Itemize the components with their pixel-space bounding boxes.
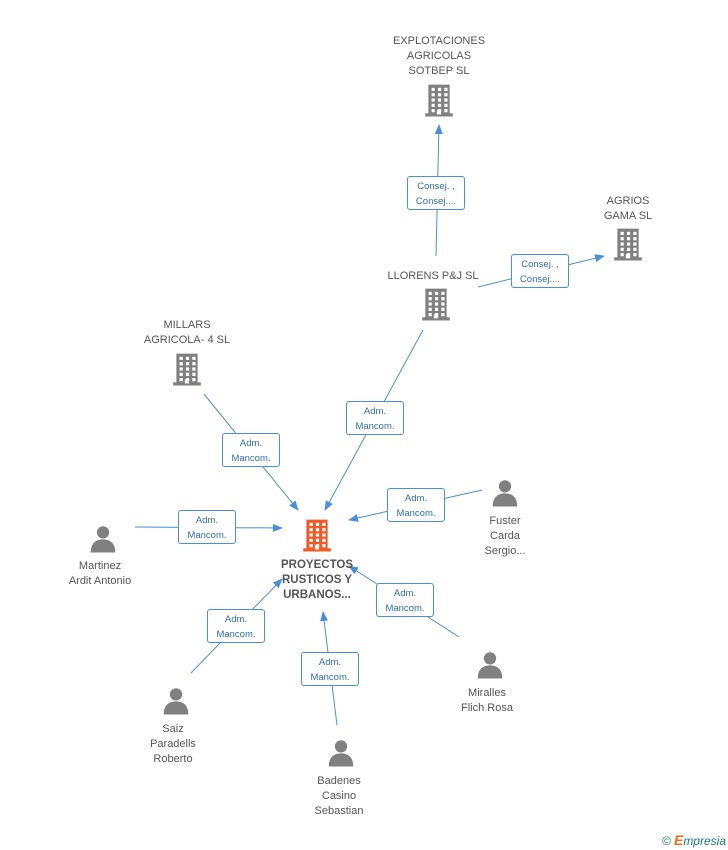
node-label-line: SOTBEP SL bbox=[408, 65, 470, 77]
company-building-icon-millars[interactable] bbox=[170, 352, 204, 391]
node-label-line: Saiz bbox=[162, 723, 184, 735]
node-label-line: URBANOS... bbox=[283, 589, 351, 601]
relation-text: Consej.... bbox=[519, 274, 561, 285]
person-icon-saiz[interactable] bbox=[162, 687, 190, 720]
relation-label-martinez[interactable]: Adm. Mancom. bbox=[178, 510, 236, 544]
relation-text: Consej. , bbox=[417, 181, 455, 192]
company-building-icon-agrios[interactable] bbox=[611, 227, 645, 266]
node-label-agrios[interactable]: AGRIOS GAMA SL bbox=[604, 194, 652, 224]
node-label-line: Sebastian bbox=[314, 805, 364, 817]
node-label-line: LLORENS P&J SL bbox=[387, 270, 479, 282]
relation-label-saiz[interactable]: Adm. Mancom. bbox=[207, 609, 265, 643]
relation-text: Mancom. bbox=[310, 672, 350, 683]
relation-text: Mancom. bbox=[187, 530, 227, 541]
node-label-line: Sergio... bbox=[484, 545, 526, 557]
node-label-line: AGRIOS bbox=[606, 195, 650, 207]
relation-label-badenes[interactable]: Adm. Mancom. bbox=[301, 652, 359, 686]
node-label-line: Fuster bbox=[489, 515, 521, 527]
empresia-logo: ©Empresia bbox=[662, 832, 726, 848]
node-label-line: Miralles bbox=[468, 687, 506, 699]
node-label-line: Roberto bbox=[153, 753, 193, 765]
relation-text: Adm. bbox=[195, 515, 219, 526]
node-label-line: EXPLOTACIONES bbox=[392, 35, 486, 47]
relation-text: Adm. bbox=[404, 493, 428, 504]
relation-label-miralles[interactable]: Adm. Mancom. bbox=[376, 583, 434, 617]
relation-text: Adm. bbox=[239, 438, 263, 449]
node-label-line: AGRICOLAS bbox=[406, 50, 472, 62]
relation-label-fuster[interactable]: Adm. Mancom. bbox=[387, 488, 445, 522]
node-label-line: AGRICOLA- 4 SL bbox=[143, 334, 231, 346]
person-icon-martinez[interactable] bbox=[89, 525, 117, 558]
relation-label-millars[interactable]: Adm. Mancom. bbox=[222, 433, 280, 467]
relation-label-llorens[interactable]: Consej. , Consej.... bbox=[511, 254, 569, 288]
logo-initial: E bbox=[673, 832, 684, 848]
node-label-line: PROYECTOS bbox=[281, 559, 353, 571]
relation-text: Mancom. bbox=[355, 421, 395, 432]
node-label-line: MILLARS bbox=[163, 319, 211, 331]
relation-label-llorens[interactable]: Adm. Mancom. bbox=[346, 401, 404, 435]
person-icon-fuster[interactable] bbox=[491, 479, 519, 512]
relation-text: Mancom. bbox=[396, 508, 436, 519]
relation-text: Adm. bbox=[363, 406, 387, 417]
person-icon-miralles[interactable] bbox=[476, 651, 504, 684]
relation-text: Consej. , bbox=[521, 259, 559, 270]
node-label-proyectos[interactable]: PROYECTOS RUSTICOS Y URBANOS... bbox=[281, 558, 353, 603]
relation-text: Mancom. bbox=[216, 629, 256, 640]
node-label-line: Paradells bbox=[150, 738, 196, 750]
node-label-line: RUSTICOS Y bbox=[281, 574, 353, 586]
relation-text: Mancom. bbox=[385, 603, 425, 614]
relation-text: Mancom. bbox=[231, 453, 271, 464]
company-building-icon-llorens[interactable] bbox=[419, 287, 453, 326]
logo-text: mpresia bbox=[683, 834, 726, 848]
node-label-llorens[interactable]: LLORENS P&J SL bbox=[387, 269, 478, 284]
relation-text: Adm. bbox=[393, 588, 417, 599]
node-label-line: GAMA SL bbox=[603, 210, 653, 222]
relation-text: Adm. bbox=[224, 614, 248, 625]
relation-text: Adm. bbox=[318, 657, 342, 668]
node-label-line: Martinez bbox=[78, 560, 122, 572]
node-label-line: Ardit Antonio bbox=[68, 575, 132, 587]
node-label-line: Flich Rosa bbox=[461, 702, 513, 714]
company-building-icon-proyectos[interactable] bbox=[300, 518, 334, 557]
node-label-millars[interactable]: MILLARS AGRICOLA- 4 SL bbox=[144, 318, 230, 348]
relation-text: Consej.... bbox=[415, 196, 457, 207]
node-label-line: Badenes bbox=[317, 775, 361, 787]
person-icon-badenes[interactable] bbox=[327, 739, 355, 772]
company-building-icon-explotaciones[interactable] bbox=[422, 83, 456, 122]
copyright-symbol: © bbox=[662, 834, 671, 848]
relation-label-llorens[interactable]: Consej. , Consej.... bbox=[407, 176, 465, 210]
node-label-line: Casino bbox=[321, 790, 357, 802]
node-label-line: Carda bbox=[490, 530, 520, 542]
node-label-explotaciones[interactable]: EXPLOTACIONES AGRICOLAS SOTBEP SL bbox=[393, 34, 485, 79]
